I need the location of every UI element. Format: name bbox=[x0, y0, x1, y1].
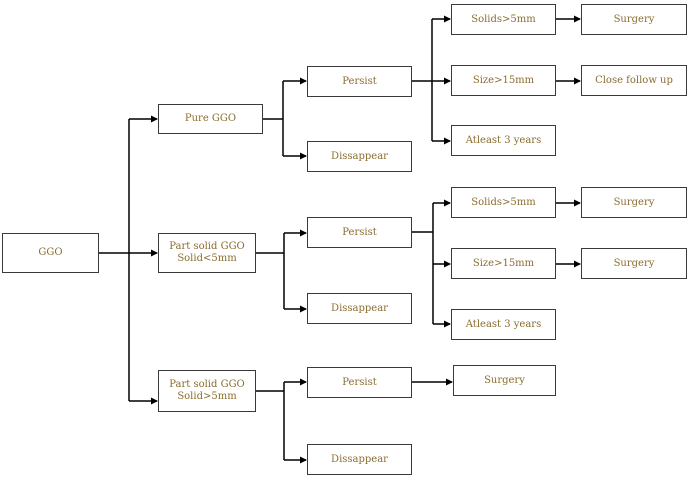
node-b1-close-label: Close follow up bbox=[595, 74, 673, 86]
node-pure-ggo-label: Pure GGO bbox=[184, 113, 237, 124]
node-b2-disappear-label: Dissappear bbox=[331, 302, 388, 314]
connector-b1-persist-trunk bbox=[412, 19, 433, 141]
connector-ggo-trunk bbox=[99, 119, 130, 401]
node-b2-disappear: Dissappear bbox=[307, 293, 412, 324]
node-b1-solids: Solids>5mm bbox=[451, 4, 556, 35]
node-b2-size-label: Size>15mm bbox=[472, 257, 535, 269]
node-b1-atleast: Atleast 3 years bbox=[451, 125, 556, 156]
node-b3-persist-label: Persist bbox=[342, 376, 377, 388]
node-b2-surgery1-label: Surgery bbox=[613, 196, 655, 208]
node-b2-surgery-1: Surgery bbox=[581, 187, 687, 218]
node-b2-surgery-2: Surgery bbox=[581, 248, 687, 279]
node-part-solid-gt5-label: Part solid GGO Solid>5mm bbox=[169, 379, 245, 402]
node-b2-solids: Solids>5mm bbox=[451, 187, 556, 218]
node-b1-solids-label: Solids>5mm bbox=[471, 13, 536, 25]
node-b3-disappear: Dissappear bbox=[307, 444, 412, 475]
node-b1-atleast-label: Atleast 3 years bbox=[465, 134, 542, 146]
node-part-solid-lt5-label: Part solid GGO Solid<5mm bbox=[169, 241, 245, 264]
node-b3-disappear-label: Dissappear bbox=[331, 453, 388, 465]
node-b2-atleast: Atleast 3 years bbox=[451, 309, 556, 340]
node-b1-surgery: Surgery bbox=[581, 4, 687, 35]
node-b3-surgery-label: Surgery bbox=[484, 374, 525, 386]
node-b3-persist: Persist bbox=[307, 367, 412, 398]
node-ggo: GGO bbox=[2, 233, 99, 273]
node-pure-ggo: Pure GGO bbox=[158, 104, 263, 134]
node-b1-persist: Persist bbox=[307, 66, 412, 97]
node-b1-persist-label: Persist bbox=[342, 75, 377, 87]
node-b1-disappear-label: Dissappear bbox=[331, 150, 388, 162]
node-b2-size: Size>15mm bbox=[451, 248, 556, 279]
node-b1-size: Size>15mm bbox=[451, 65, 556, 96]
node-b1-disappear: Dissappear bbox=[307, 141, 412, 172]
node-b2-persist: Persist bbox=[307, 217, 412, 248]
node-b2-surgery2-label: Surgery bbox=[613, 257, 655, 269]
node-b2-persist-label: Persist bbox=[342, 226, 377, 238]
node-ggo-label: GGO bbox=[38, 247, 63, 258]
node-b3-surgery: Surgery bbox=[453, 365, 556, 396]
connector-pure-ggo-trunk bbox=[263, 81, 284, 156]
node-b2-atleast-label: Atleast 3 years bbox=[465, 318, 542, 330]
connector-lt5-trunk bbox=[256, 233, 285, 309]
node-b1-size-label: Size>15mm bbox=[472, 74, 535, 86]
connector-gt5-trunk bbox=[256, 382, 285, 460]
node-b1-close-follow-up: Close follow up bbox=[581, 65, 687, 96]
node-b1-surgery-label: Surgery bbox=[613, 13, 655, 25]
node-part-solid-gt5: Part solid GGO Solid>5mm bbox=[158, 370, 256, 412]
node-part-solid-lt5: Part solid GGO Solid<5mm bbox=[158, 233, 256, 273]
connector-b2-persist-trunk bbox=[412, 203, 434, 324]
node-b2-solids-label: Solids>5mm bbox=[471, 196, 536, 208]
